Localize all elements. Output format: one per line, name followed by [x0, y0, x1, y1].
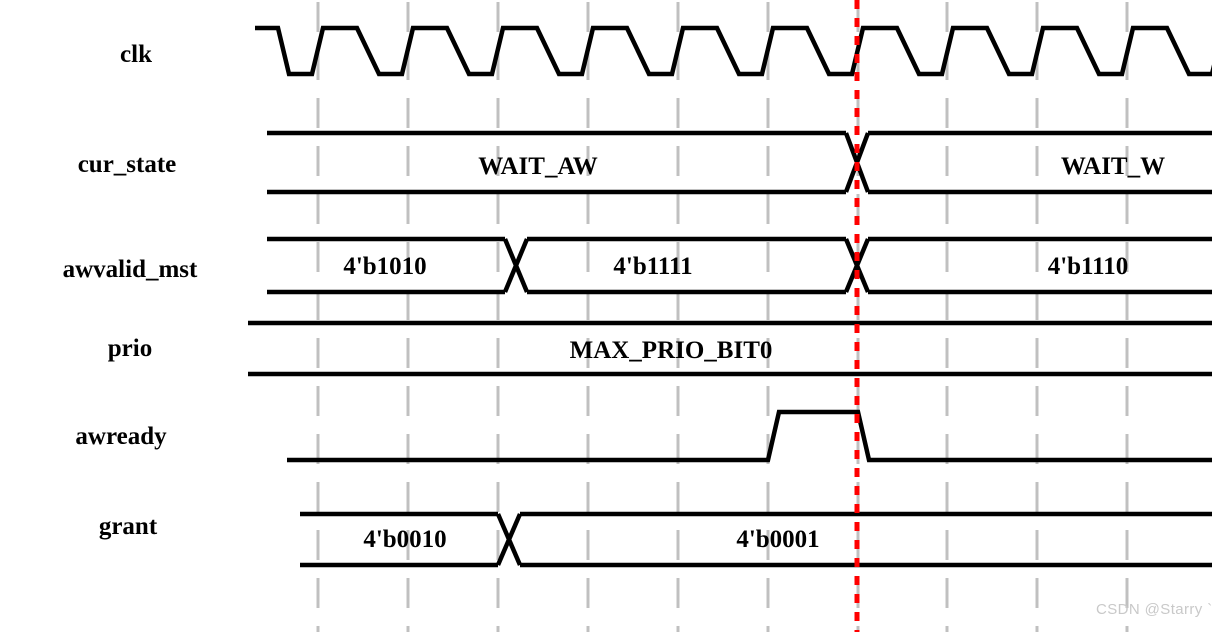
bus-value-grant-1: 4'b0001	[736, 526, 820, 553]
signal-label-grant: grant	[98, 513, 158, 540]
clock-waveform	[255, 25, 1212, 77]
signal-awready	[287, 409, 1212, 463]
csdn-watermark: CSDN @Starry `	[1096, 601, 1212, 618]
bus-value-cur_state-0: WAIT_AW	[478, 153, 598, 180]
signal-grant	[300, 511, 1212, 568]
signal-awvalid_mst	[267, 236, 1212, 295]
bus-value-prio-0: MAX_PRIO_BIT0	[569, 337, 773, 364]
waveforms-group	[248, 25, 1212, 568]
bus-value-awvalid_mst-2: 4'b1110	[1047, 253, 1129, 280]
signal-label-cur_state: cur_state	[77, 151, 177, 178]
bus-value-grant-0: 4'b0010	[363, 526, 447, 553]
signal-label-prio: prio	[107, 335, 153, 362]
binary-waveform	[287, 409, 1212, 463]
signal-prio	[248, 320, 1212, 377]
signal-label-clk: clk	[120, 41, 152, 68]
signal-label-awready: awready	[75, 423, 167, 450]
bus-value-cur_state-1: WAIT_W	[1060, 153, 1166, 180]
bus-transition-1-b	[843, 238, 871, 293]
signal-clk	[255, 25, 1212, 77]
gridlines-group	[316, 2, 1129, 632]
bus-transition-0-b	[502, 238, 530, 293]
bus-value-awvalid_mst-0: 4'b1010	[343, 253, 427, 280]
signal-label-awvalid_mst: awvalid_mst	[62, 256, 198, 283]
bus-value-awvalid_mst-1: 4'b1111	[613, 253, 693, 280]
bus-transition-0-b	[495, 513, 523, 566]
